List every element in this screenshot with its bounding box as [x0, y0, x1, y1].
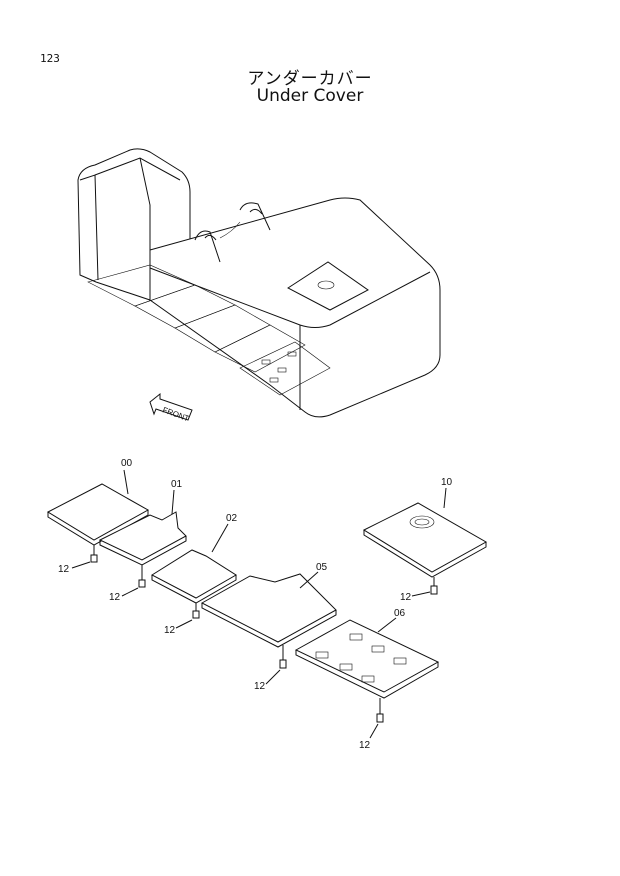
panel-00: 00	[46, 458, 150, 546]
page-number: 123	[40, 52, 60, 65]
callout-bolt-5: 12	[400, 592, 412, 603]
bolt-6: 12	[359, 698, 384, 751]
panel-05: 05	[200, 562, 337, 648]
bolt-3: 12	[164, 603, 200, 636]
callout-06: 06	[394, 608, 406, 619]
callout-02: 02	[226, 513, 238, 524]
bolt-4: 12	[254, 645, 287, 692]
title-english: Under Cover	[256, 86, 364, 106]
callout-01: 01	[171, 479, 183, 490]
front-direction-arrow: FRONT	[149, 392, 193, 423]
frame-assembly	[77, 148, 441, 418]
callout-bolt-6: 12	[359, 740, 371, 751]
callout-bolt-1: 12	[58, 564, 70, 575]
bolt-1: 12	[58, 545, 98, 575]
callout-bolt-3: 12	[164, 625, 176, 636]
callout-bolt-4: 12	[254, 681, 266, 692]
panel-06: 06	[294, 608, 440, 699]
callout-00: 00	[121, 458, 133, 469]
callout-05: 05	[316, 562, 328, 573]
panel-10: 10	[362, 477, 488, 578]
bolt-5: 12	[400, 577, 438, 603]
callout-10: 10	[441, 477, 453, 488]
title-japanese: アンダーカバー	[247, 69, 373, 89]
callout-bolt-2: 12	[109, 592, 121, 603]
bolt-2: 12	[109, 565, 146, 603]
